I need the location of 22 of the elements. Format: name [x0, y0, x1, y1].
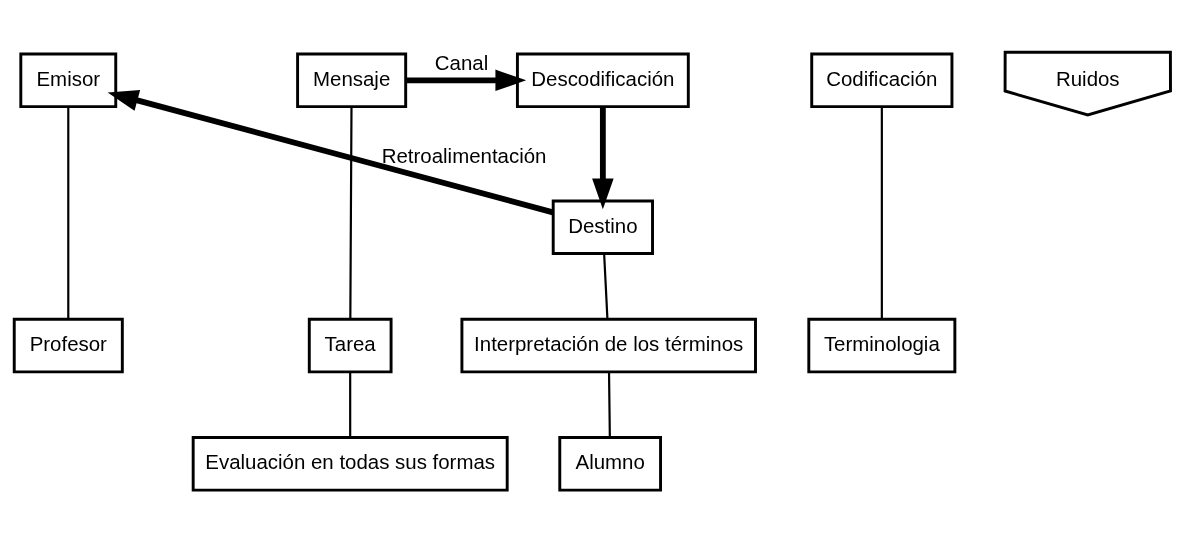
connector — [607, 371, 611, 437]
node-box: Emisor — [19, 52, 118, 108]
edge-label: Retroalimentación — [381, 143, 547, 167]
connector — [349, 371, 352, 437]
node-box: Descodificación — [515, 52, 690, 108]
connector — [349, 106, 353, 319]
node-box: Terminologia — [807, 317, 957, 373]
node-box: Profesor — [12, 317, 124, 373]
edge-label: Canal — [434, 50, 489, 74]
arrow — [592, 106, 614, 209]
arrow — [107, 89, 554, 215]
node-box: Codificación — [810, 52, 954, 108]
node-box: Alumno — [558, 435, 662, 492]
connector — [67, 106, 70, 319]
node-box: Destino — [551, 199, 654, 255]
node-box: Mensaje — [296, 52, 408, 108]
connector — [603, 253, 609, 319]
node-box: Evaluación en todas sus formas — [191, 435, 509, 492]
arrow — [406, 69, 527, 91]
node-box: Tarea — [307, 317, 393, 373]
connector — [880, 106, 883, 319]
node-box: Interpretación de los términos — [460, 317, 757, 373]
